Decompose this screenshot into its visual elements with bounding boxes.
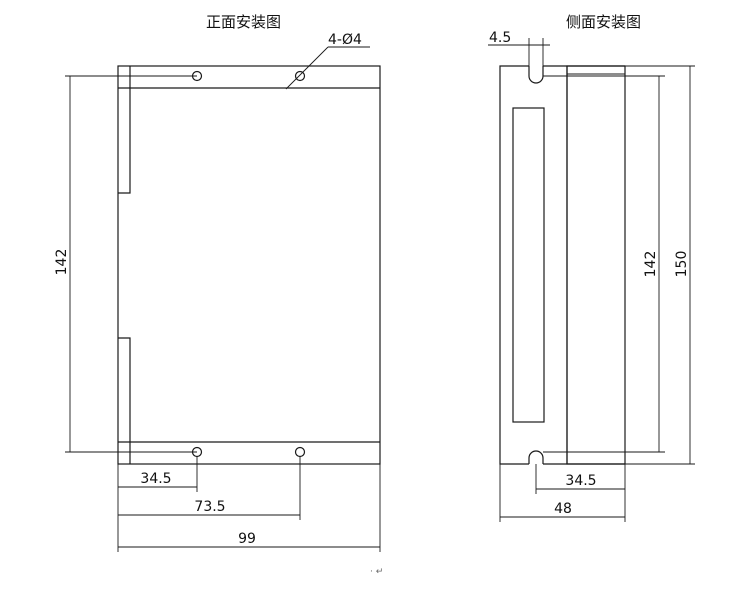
side-total-height-label: 150 [674,251,690,278]
left-rib-top [118,66,131,194]
side-flange-outline [499,65,529,465]
hole-callout-label: 4-Ø4 [328,32,362,48]
left-rib-bottom [118,337,131,464]
side-slot-offset-label: 34.5 [565,473,596,489]
front-width-label: 99 [238,531,256,547]
mounting-hole-bottom-right [294,446,306,458]
front-hole-x-label: 34.5 [140,471,171,487]
front-height-label: 142 [54,249,70,276]
front-hole-spacing-label: 73.5 [194,499,225,515]
front-view: 正面安装图 4-Ø4 142 34.5 73.5 [54,13,381,552]
side-view-title: 侧面安装图 [566,13,641,31]
front-body-outline [117,65,381,465]
bottom-mounting-slot [528,450,544,464]
side-view: 侧面安装图 4.5 142 150 34. [488,13,695,522]
mounting-hole-top-right [294,70,306,82]
side-window [512,107,545,423]
side-body-block [566,65,626,465]
hole-callout-leader [285,46,329,90]
side-inner-height-label: 142 [643,251,659,278]
side-slot-label: 4.5 [489,30,511,46]
side-depth-label: 48 [554,501,572,517]
paragraph-mark: · ↵ [370,567,383,577]
top-mounting-slot [528,66,544,84]
front-view-title: 正面安装图 [206,13,281,31]
